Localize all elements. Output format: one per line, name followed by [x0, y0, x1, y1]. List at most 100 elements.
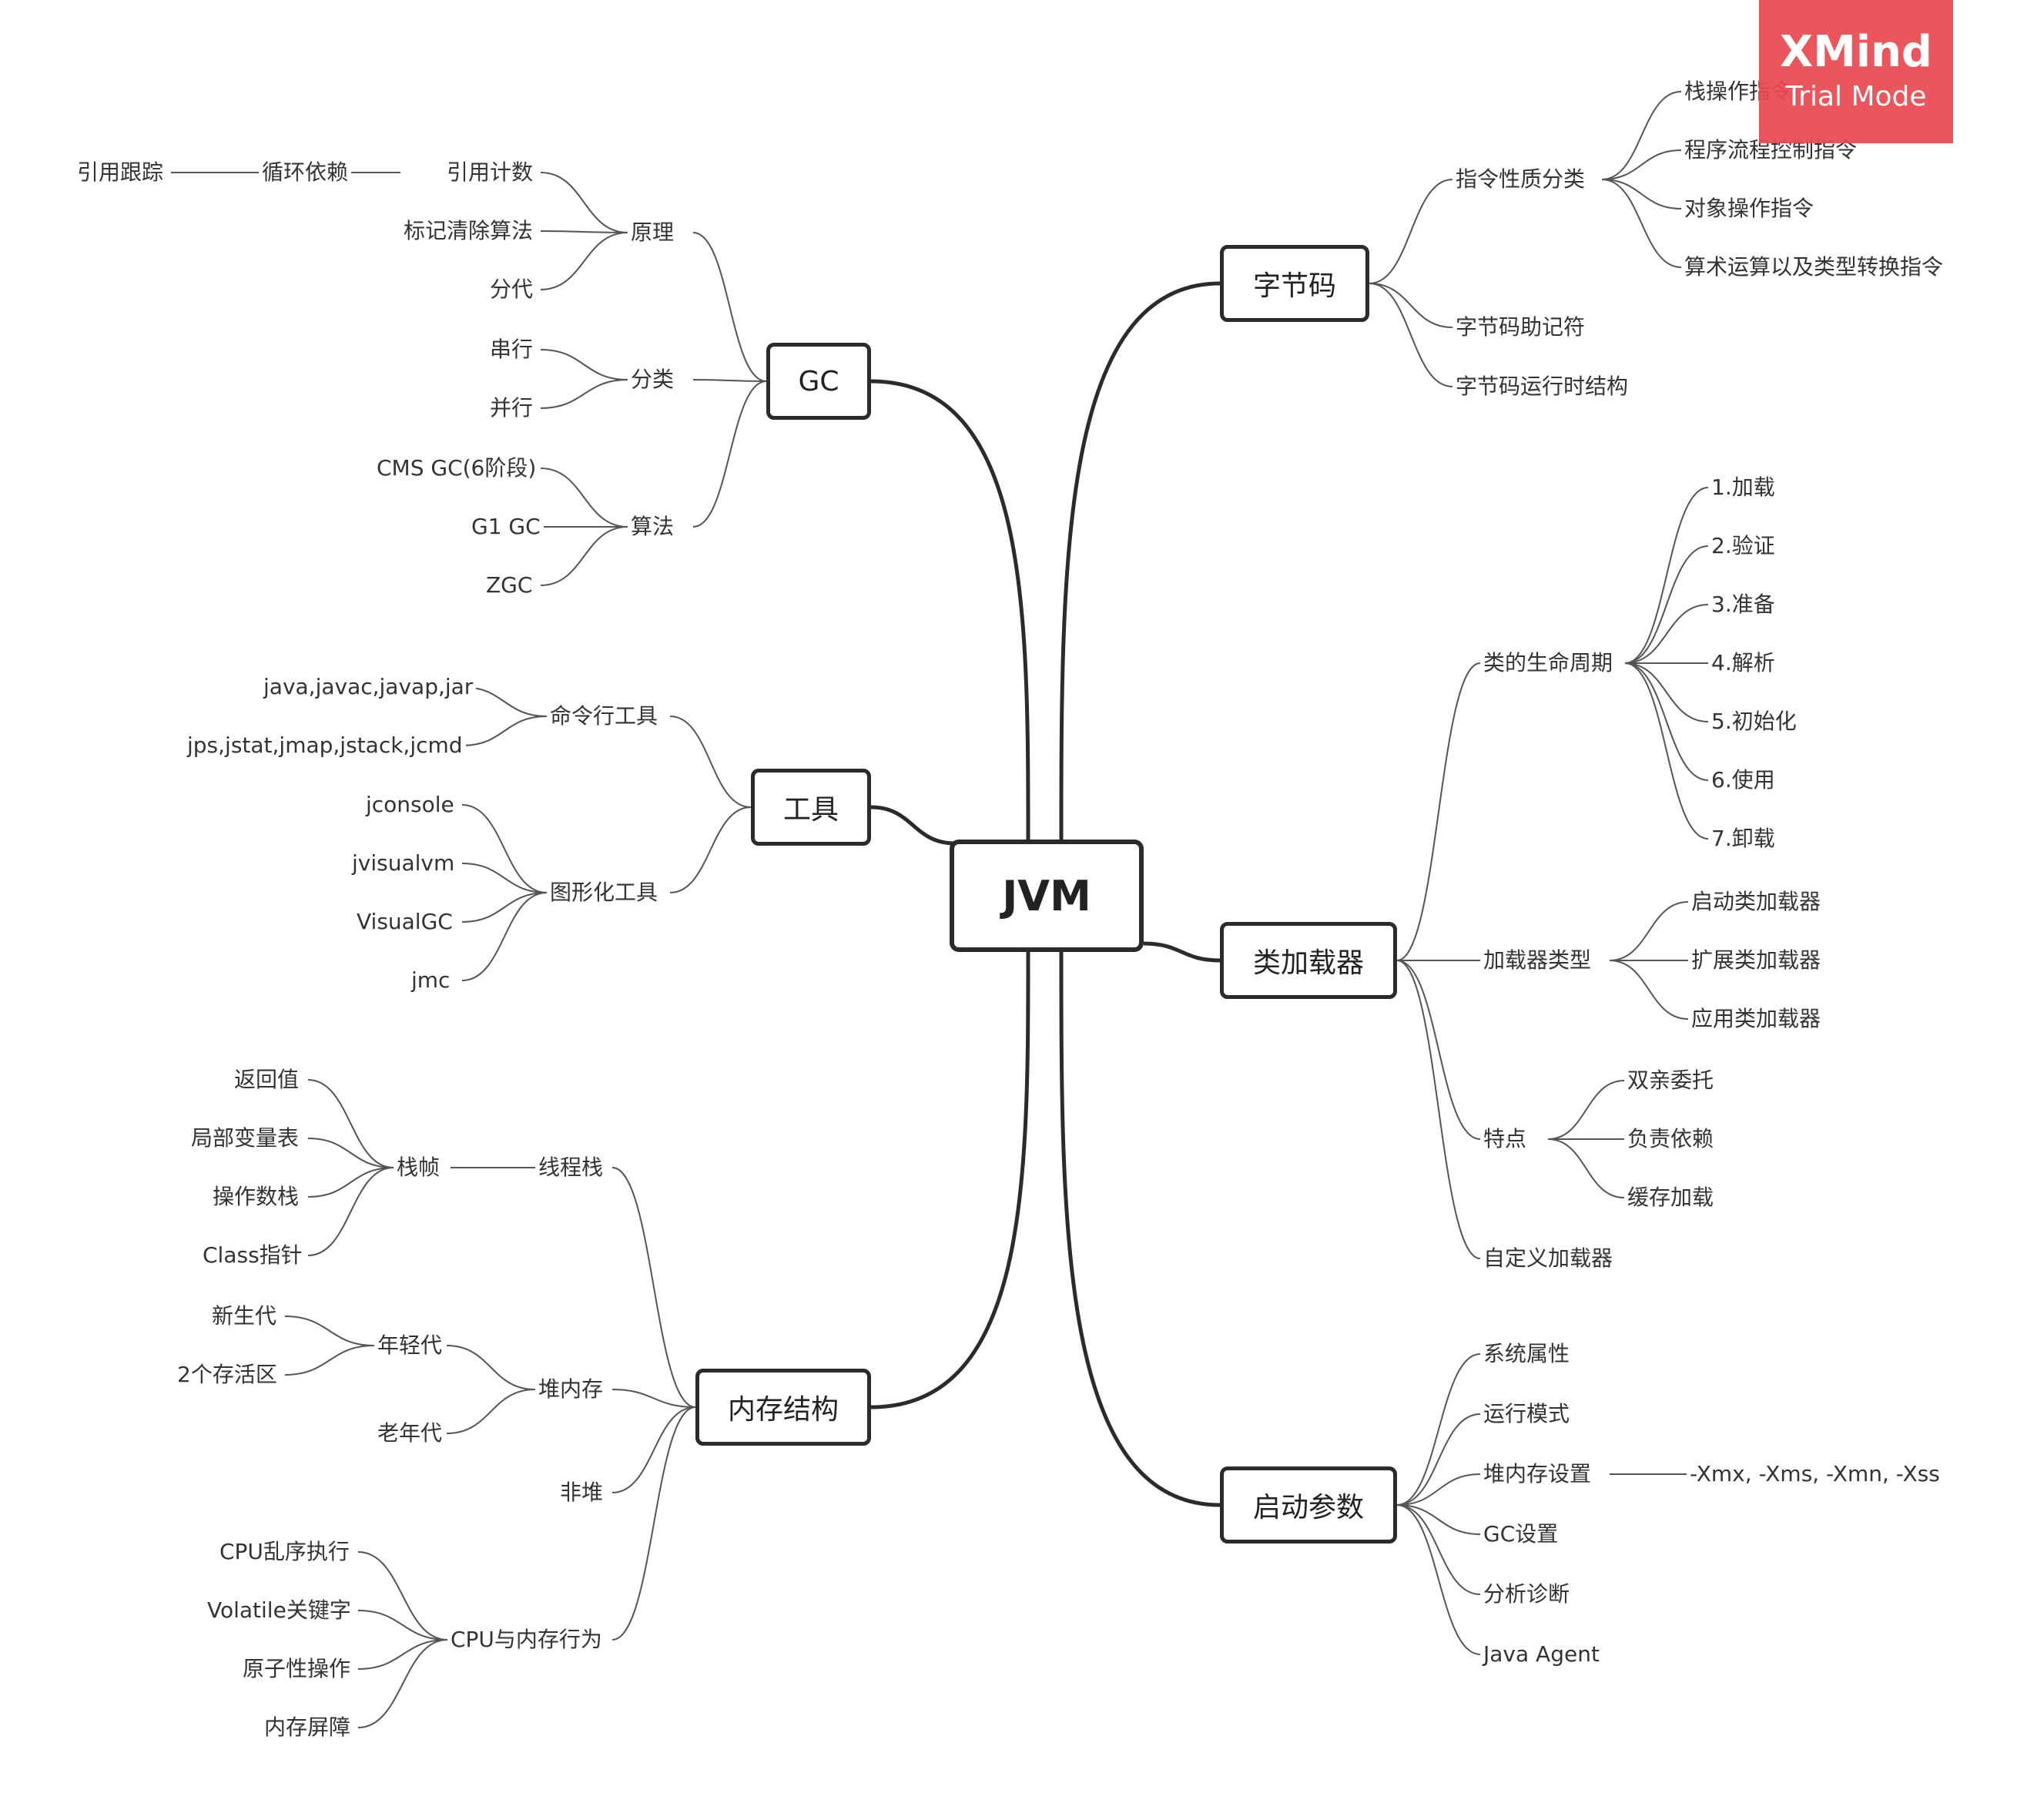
mem-cpu-item[interactable]: Volatile关键字 [204, 1600, 354, 1621]
cl-type-item[interactable]: 启动类加载器 [1688, 891, 1824, 913]
mem-thread-stack[interactable]: 线程栈 [535, 1157, 607, 1178]
mem-old-gen[interactable]: 老年代 [374, 1423, 446, 1444]
topic-tools[interactable]: 工具 [751, 769, 871, 846]
bc-mnemonic[interactable]: 字节码助记符 [1452, 317, 1589, 338]
mem-cpu-item[interactable]: 原子性操作 [240, 1658, 354, 1680]
gc-category[interactable]: 分类 [628, 369, 678, 390]
tools-cli[interactable]: 命令行工具 [547, 706, 662, 727]
connector [1396, 1504, 1481, 1595]
cl-custom-loader[interactable]: 自定义加载器 [1480, 1248, 1617, 1269]
gc-zgc[interactable]: ZGC [483, 575, 536, 596]
cl-lifecycle[interactable]: 类的生命周期 [1480, 652, 1617, 674]
topic-startup-params[interactable]: 启动参数 [1220, 1466, 1397, 1543]
cl-features[interactable]: 特点 [1480, 1128, 1530, 1150]
connector [461, 892, 548, 923]
connector [1624, 662, 1709, 722]
root-topic-jvm[interactable]: JVM [950, 840, 1144, 952]
topic-bytecode[interactable]: 字节码 [1220, 245, 1369, 322]
cl-type-item[interactable]: 扩展类加载器 [1688, 950, 1824, 971]
connector [1143, 941, 1221, 963]
connector [1624, 662, 1709, 781]
gc-circular-dependency[interactable]: 循环依赖 [259, 162, 352, 183]
gc-algorithm[interactable]: 算法 [628, 516, 678, 538]
connector [1624, 662, 1709, 840]
bc-instr-item[interactable]: 对象操作指令 [1681, 198, 1818, 220]
topic-memory-structure[interactable]: 内存结构 [695, 1369, 871, 1446]
topic-classloader[interactable]: 类加载器 [1220, 922, 1397, 999]
cl-lifecycle-item[interactable]: 1.加载 [1708, 477, 1778, 498]
tools-gui-item[interactable]: VisualGC [353, 911, 456, 933]
bc-instruction-classes[interactable]: 指令性质分类 [1452, 169, 1589, 190]
watermark-brand: XMind [1779, 27, 1933, 77]
mem-stack-frame[interactable]: 栈帧 [394, 1157, 444, 1178]
connector [357, 1639, 448, 1670]
tools-cli-item[interactable]: jps,jstat,jmap,jstack,jcmd [184, 735, 466, 756]
cl-lifecycle-item[interactable]: 3.准备 [1708, 594, 1778, 615]
connector [461, 804, 548, 893]
connector [669, 716, 752, 808]
mem-frame-item[interactable]: Class指针 [199, 1245, 306, 1266]
mem-cpu-item[interactable]: CPU乱序执行 [216, 1541, 353, 1563]
sp-item[interactable]: GC设置 [1480, 1523, 1562, 1545]
connector [284, 1345, 375, 1376]
connector [540, 468, 628, 528]
mem-young-item[interactable]: 2个存活区 [174, 1364, 280, 1386]
connector [1601, 149, 1682, 180]
connector [1059, 951, 1221, 1507]
mem-frame-item[interactable]: 局部变量表 [188, 1128, 303, 1149]
tools-gui[interactable]: 图形化工具 [547, 882, 662, 903]
mem-frame-item[interactable]: 返回值 [231, 1069, 303, 1091]
cl-lifecycle-item[interactable]: 2.验证 [1708, 535, 1778, 557]
cl-feature-item[interactable]: 负责依赖 [1624, 1128, 1717, 1150]
connector [1396, 1504, 1481, 1535]
cl-feature-item[interactable]: 双亲委托 [1624, 1070, 1717, 1091]
cl-type-item[interactable]: 应用类加载器 [1688, 1008, 1824, 1030]
gc-parallel[interactable]: 并行 [487, 397, 537, 419]
sp-item[interactable]: Java Agent [1480, 1644, 1603, 1665]
gc-g1[interactable]: G1 GC [468, 516, 544, 538]
mem-cpu-behavior[interactable]: CPU与内存行为 [447, 1629, 605, 1651]
cl-feature-item[interactable]: 缓存加载 [1624, 1187, 1717, 1208]
sp-item[interactable]: 分析诊断 [1480, 1584, 1573, 1605]
sp-item[interactable]: 运行模式 [1480, 1403, 1573, 1425]
cl-lifecycle-item[interactable]: 6.使用 [1708, 769, 1778, 791]
tools-gui-item[interactable]: jmc [408, 970, 454, 991]
bc-runtime-structure[interactable]: 字节码运行时结构 [1452, 376, 1632, 397]
mem-cpu-item[interactable]: 内存屏障 [261, 1717, 354, 1738]
cl-lifecycle-item[interactable]: 5.初始化 [1708, 711, 1800, 732]
sp-heap-flags[interactable]: -Xmx, -Xms, -Xmn, -Xss [1687, 1463, 1943, 1485]
connector [1624, 487, 1709, 664]
tools-gui-item[interactable]: jvisualvm [349, 853, 458, 874]
cl-lifecycle-item[interactable]: 4.解析 [1708, 652, 1778, 674]
connector [1601, 179, 1682, 209]
connector [1624, 545, 1709, 664]
bc-instr-item[interactable]: 算术运算以及类型转换指令 [1681, 256, 1947, 278]
gc-refcount[interactable]: 引用计数 [444, 162, 537, 183]
mem-frame-item[interactable]: 操作数栈 [209, 1186, 303, 1208]
mem-heap[interactable]: 堆内存 [535, 1379, 607, 1400]
connector [307, 1167, 394, 1198]
mem-young-gen[interactable]: 年轻代 [374, 1335, 446, 1356]
connector [1396, 662, 1481, 961]
connector [461, 892, 548, 981]
topic-gc[interactable]: GC [766, 343, 871, 420]
gc-reference-tracing[interactable]: 引用跟踪 [74, 162, 167, 183]
gc-serial[interactable]: 串行 [487, 339, 537, 360]
connector [540, 526, 628, 586]
gc-principle[interactable]: 原理 [628, 222, 678, 243]
tools-gui-item[interactable]: jconsole [363, 794, 457, 816]
mem-young-item[interactable]: 新生代 [209, 1306, 280, 1327]
connector [1396, 1353, 1481, 1506]
connector [357, 1551, 448, 1641]
xmind-trial-watermark: XMind Trial Mode [1759, 0, 1953, 143]
gc-mark-sweep[interactable]: 标记清除算法 [400, 220, 537, 242]
gc-generational[interactable]: 分代 [487, 279, 537, 300]
cl-lifecycle-item[interactable]: 7.卸载 [1708, 828, 1778, 850]
gc-cms[interactable]: CMS GC(6阶段) [374, 458, 540, 479]
cl-loader-types[interactable]: 加载器类型 [1480, 950, 1595, 971]
sp-item[interactable]: 系统属性 [1480, 1343, 1573, 1365]
tools-cli-item[interactable]: java,javac,javap,jar [260, 676, 477, 698]
sp-heap-settings[interactable]: 堆内存设置 [1480, 1463, 1595, 1485]
mem-non-heap[interactable]: 非堆 [557, 1482, 607, 1503]
